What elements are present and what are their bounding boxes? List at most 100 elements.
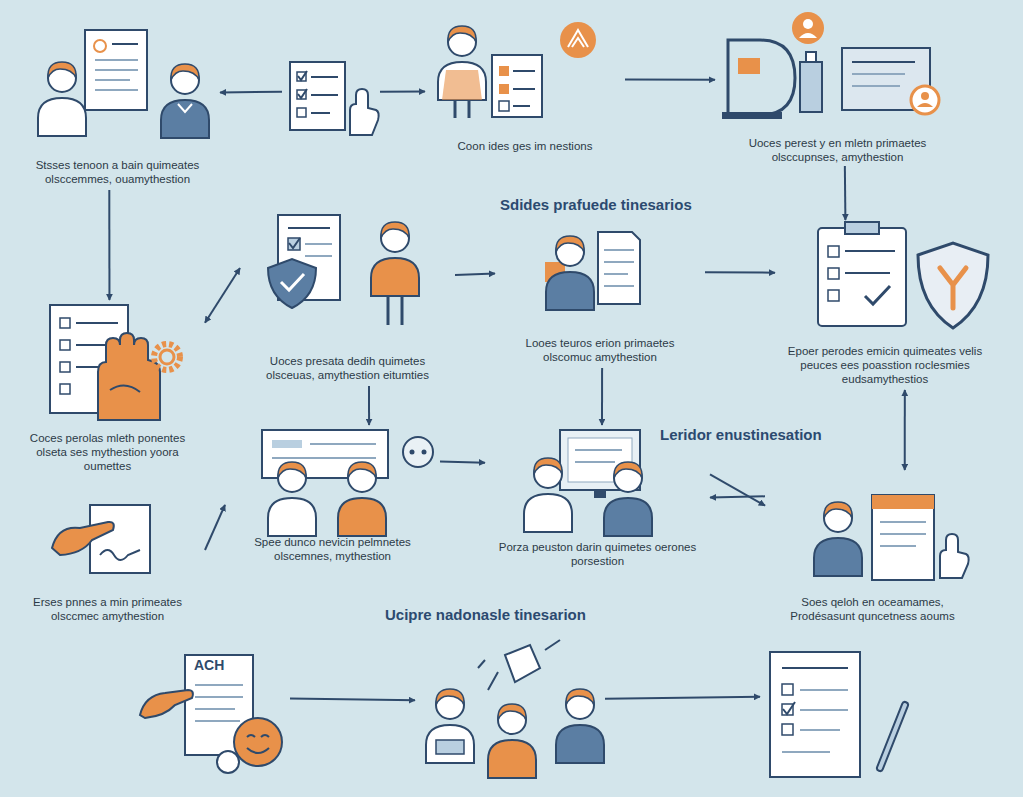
doctor-document-icon-part (112, 43, 138, 45)
signed-document-icon-part (782, 667, 848, 669)
hand-document-icon-part (100, 550, 140, 560)
doctor-document-icon-part (161, 64, 209, 138)
icon-node: Epoer perodes emicin quimeates velis peu… (775, 220, 995, 390)
doctor-document-icon (38, 30, 209, 138)
woman-clipboard-icon-part (442, 70, 482, 100)
flow-arrow (368, 386, 370, 425)
clipboard-shield-icon-part (918, 243, 988, 328)
hand-document-icon (52, 505, 150, 573)
clipboard-shield-icon-part (828, 246, 839, 257)
clipboard-shield-icon-part (845, 250, 895, 252)
checklist-hand-icon-part (297, 108, 306, 117)
review-document-icon (814, 495, 969, 580)
caption: Coces perolas mleth ponentes olseta ses … (17, 431, 199, 473)
icon-node (415, 635, 605, 780)
woman-clipboard-icon-part (499, 84, 509, 94)
review-document-icon-part (872, 495, 934, 509)
woman-clipboard-icon-part (513, 105, 530, 107)
review-document-icon-part (872, 495, 934, 580)
meeting-screen-icon-part (410, 450, 415, 455)
document-shield-icon-part (305, 255, 332, 257)
team-icon-part (478, 640, 560, 690)
icon-node: Stsses tenoon a bain quimeates olsccemme… (15, 30, 220, 190)
woman-clipboard-icon-part (454, 100, 457, 118)
doctor-document-icon-part (95, 89, 138, 91)
document-shield-icon (268, 215, 419, 325)
caption: Spee dunco nevicin pelmnetes olscemnes, … (235, 535, 430, 563)
checklist-gear-icon-part (60, 362, 70, 372)
lab-equipment-icon-part (921, 92, 929, 100)
lab-equipment-icon-part (803, 19, 813, 29)
clipboard-shield-icon (818, 222, 988, 328)
icon-node (282, 55, 380, 135)
doctor-document-icon-part (94, 40, 106, 52)
doctor-document-icon-part (95, 59, 138, 61)
flow-arrow (440, 461, 485, 462)
document-shield-icon-part (305, 243, 332, 245)
review-document-icon-part (814, 502, 862, 576)
woman-clipboard-icon-part (492, 55, 542, 117)
signed-document-icon-part (880, 705, 905, 768)
flow-arrow (380, 91, 425, 93)
doctor-document-icon-part (95, 69, 138, 71)
lab-equipment-icon-part (722, 112, 782, 119)
lab-equipment-icon-part (852, 73, 905, 75)
team-icon-part (505, 645, 540, 682)
person-document-icon-part (598, 232, 640, 304)
checklist-gear-icon-part (98, 333, 160, 420)
flow-arrow (220, 91, 282, 94)
caption: Coon ides ges im nestions (458, 139, 593, 153)
meeting-screen-icon-part (422, 450, 427, 455)
computer-team-icon-part (604, 462, 652, 536)
checklist-gear-icon-part (110, 385, 140, 392)
signed-document-icon-part (880, 705, 905, 768)
lab-equipment-icon-part (911, 86, 939, 114)
doctor-document-icon-part (95, 79, 130, 81)
document-shield-icon-part (268, 259, 316, 308)
document-shield-icon-part (281, 274, 304, 290)
caption: Looes teuros erion primaetes olscomuc am… (504, 336, 696, 364)
lab-equipment-icon-part (738, 58, 760, 74)
icon-node: Uoces presata dedih quimetes olsceuas, a… (240, 210, 455, 386)
lab-equipment-icon-part (917, 103, 933, 107)
caption: Soes qeloh en oceamames, Prodésasunt qun… (773, 595, 973, 623)
computer-team-icon-part (524, 458, 572, 532)
woman-clipboard-icon-part (568, 30, 588, 47)
team-icon-part (426, 689, 474, 763)
person-document-icon-part (604, 273, 628, 275)
lab-equipment-icon-part (728, 40, 795, 115)
person-document-icon-part (604, 285, 634, 287)
flow-arrow (844, 166, 847, 220)
hand-document-icon-part (90, 505, 150, 573)
checklist-hand-icon (290, 62, 379, 135)
checklist-hand-icon-part (311, 94, 338, 96)
woman-clipboard-icon-part (513, 70, 535, 72)
woman-clipboard-icon-part (499, 101, 509, 111)
lab-equipment-icon-part (852, 85, 900, 87)
icon-node: Soes qeloh en oceamames, Prodésasunt qun… (765, 470, 980, 625)
lab-equipment-icon-part (806, 52, 816, 62)
review-document-icon-part (880, 545, 916, 547)
signed-document-icon-part (782, 724, 793, 735)
checklist-hand-icon-part (297, 72, 306, 81)
signed-document-icon-part (782, 684, 793, 695)
icon-node: Coon ides ges im nestions (425, 20, 625, 155)
checklist-gear-icon-part (60, 384, 70, 394)
team-icon (426, 640, 604, 778)
team-icon-part (488, 704, 536, 778)
hand-document-icon-part (52, 522, 114, 555)
clipboard-shield-icon-part (865, 286, 890, 304)
icon-node: Coces perolas mleth ponentes olseta ses … (10, 300, 205, 475)
icon-text: ACH (194, 658, 224, 672)
caption: Porza peuston darin quimetes oerones por… (495, 540, 700, 568)
icon-node: Spee dunco nevicin pelmnetes olscemnes, … (225, 425, 440, 565)
clipboard-shield-icon-part (845, 222, 879, 234)
clipboard-shield-icon-part (828, 268, 839, 279)
caption: Erses pnnes a min primeates olsccmec amy… (13, 595, 203, 623)
computer-team-icon-part (575, 449, 622, 451)
flow-arrow (601, 368, 603, 425)
clipboard-shield-icon-part (818, 228, 906, 326)
review-document-icon-part (880, 521, 926, 523)
flow-arrow (290, 699, 415, 701)
